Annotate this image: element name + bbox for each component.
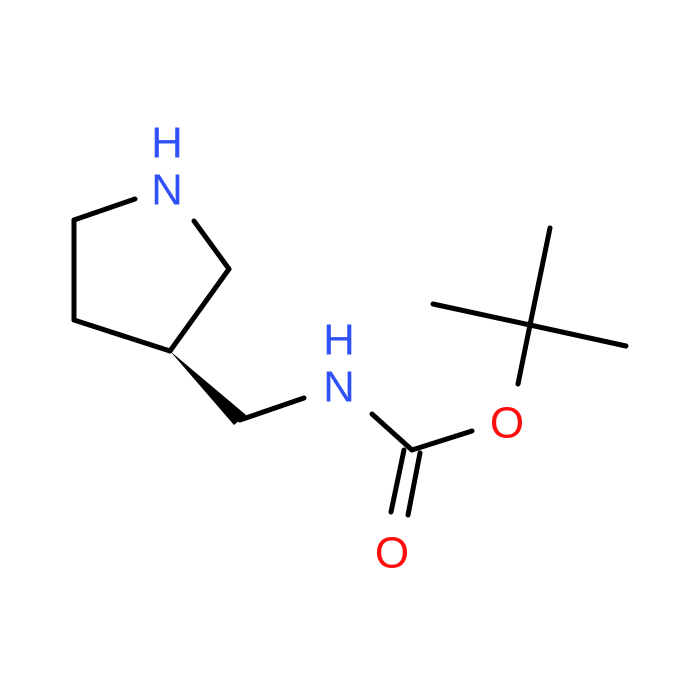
bond-nh-carbonyl [369, 411, 415, 453]
bond-carbonyl-double-1 [388, 447, 407, 515]
bond-ester-o-tbu [515, 322, 533, 387]
bond-tbu-methyl-right [527, 322, 629, 349]
ring-nh-hydrogen-label: H [151, 119, 183, 168]
amide-nitrogen-label: N [323, 363, 355, 412]
bond-carbonyl-ester-o [409, 428, 475, 453]
bond-tbu-methyl-left [430, 301, 533, 328]
bond-ch2-nh [237, 395, 307, 423]
ester-oxygen-label: O [490, 399, 524, 448]
bond-ring-c3-c4 [71, 317, 173, 354]
bond-ring-c4-c5 [167, 266, 232, 354]
carbonyl-oxygen-label: O [375, 529, 409, 578]
wedge-bond [170, 351, 246, 425]
bond-tbu-methyl-top [527, 225, 553, 328]
bond-ring-n-c2 [71, 196, 138, 223]
bond-carbonyl-double-2 [405, 450, 423, 518]
bond-ring-c5-n [191, 218, 232, 272]
ring-nitrogen-label: N [151, 166, 183, 215]
amide-nh-hydrogen-label: H [323, 316, 355, 365]
